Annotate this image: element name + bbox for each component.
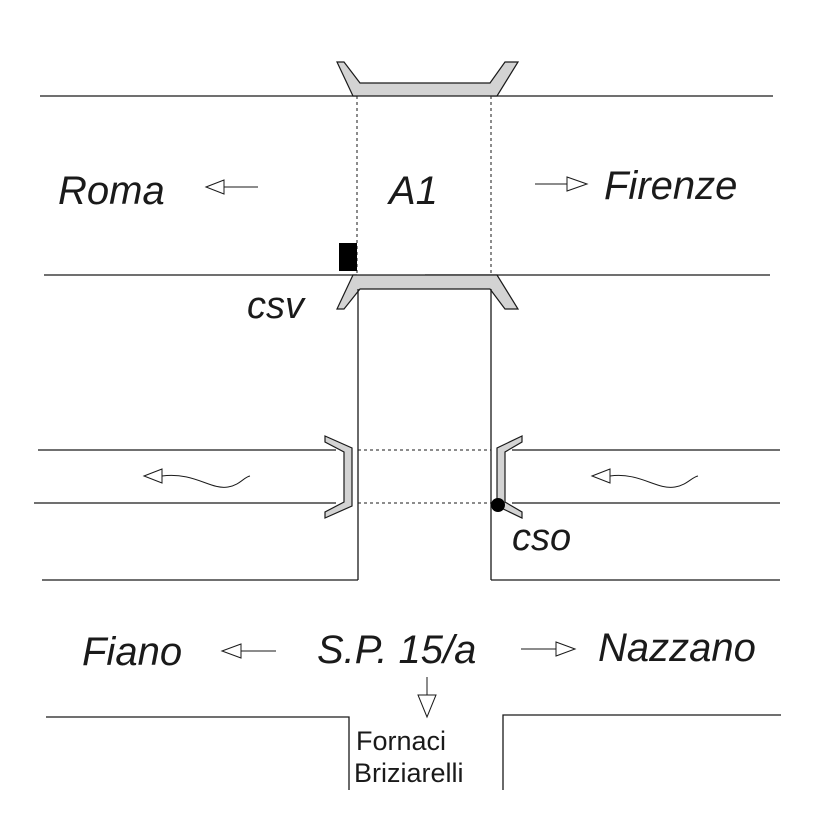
flow-arrow-left — [142, 468, 251, 488]
label-csv: csv — [247, 285, 306, 327]
label-fornaci: Fornaci — [356, 726, 446, 756]
label-sp-15a: S.P. 15/a — [317, 628, 476, 672]
label-firenze: Firenze — [604, 164, 737, 208]
lower-bridge-parapet — [336, 274, 520, 310]
culvert-wall-right — [496, 435, 523, 519]
cso-marker — [491, 498, 505, 512]
arrow-to-roma — [204, 179, 258, 195]
sp-road-lower-edge-left — [46, 716, 350, 790]
culvert-wall-left — [324, 435, 353, 519]
flow-arrow-right — [590, 468, 699, 488]
upper-bridge-parapet — [336, 61, 520, 97]
csv-marker — [339, 243, 357, 271]
label-roma: Roma — [58, 169, 165, 213]
label-briziarelli: Briziarelli — [354, 758, 464, 788]
label-cso: cso — [512, 517, 571, 559]
arrow-to-fiano — [220, 643, 276, 659]
label-nazzano: Nazzano — [598, 626, 756, 670]
arrow-to-fornaci — [417, 677, 437, 719]
sp-road-lower-edge-right — [502, 714, 781, 790]
label-a1: A1 — [387, 169, 438, 213]
arrow-to-nazzano — [521, 641, 577, 657]
label-fiano: Fiano — [82, 630, 182, 674]
arrow-to-firenze — [535, 176, 589, 192]
